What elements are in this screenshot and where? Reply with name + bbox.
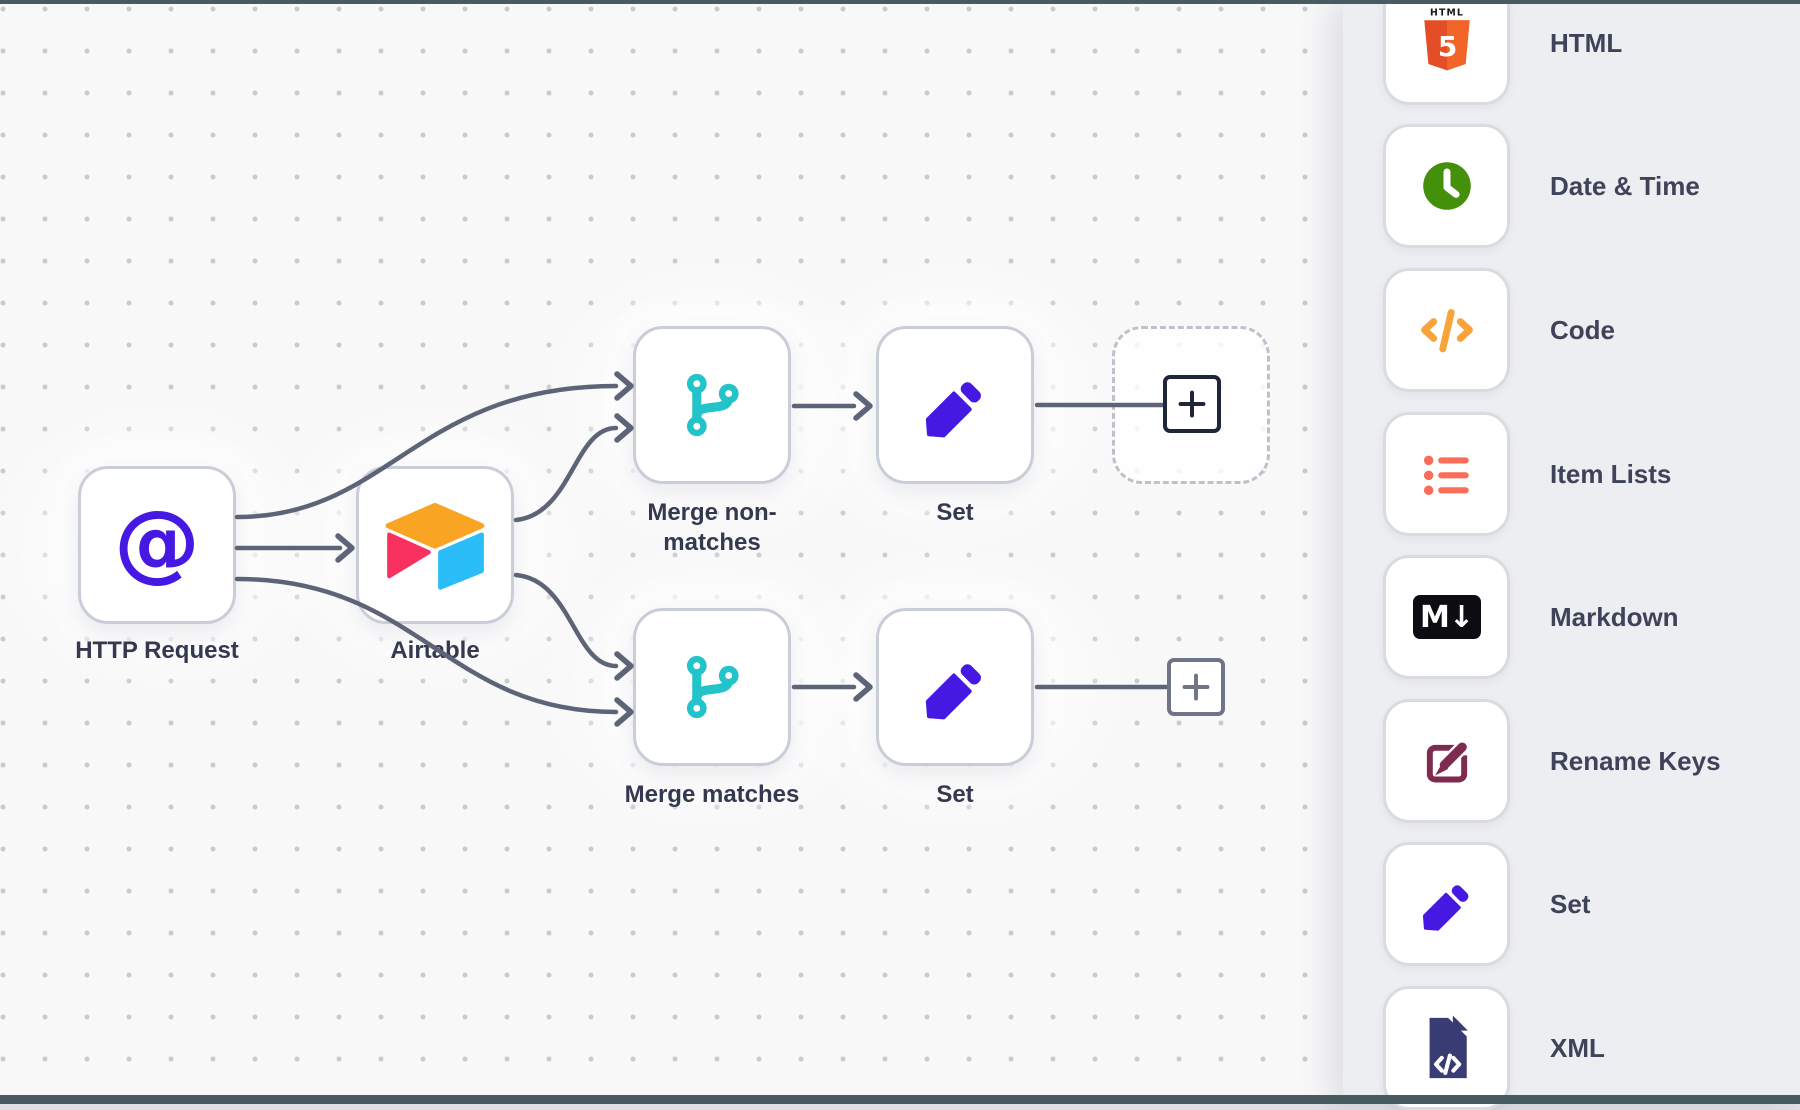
palette-item-rename-keys[interactable]: Rename Keys	[1343, 699, 1800, 823]
top-edge-bar	[0, 0, 1800, 4]
markdown-icon[interactable]: M↓	[1383, 555, 1510, 679]
workflow-canvas[interactable]: @	[0, 0, 1343, 1104]
palette-item-html[interactable]: HTML 5 HTML	[1343, 0, 1800, 105]
node-label: HTTP Request	[75, 637, 239, 664]
edit-square-icon[interactable]	[1383, 699, 1510, 823]
pencil-icon	[925, 382, 981, 438]
code-icon[interactable]	[1383, 268, 1510, 392]
node-airtable[interactable]	[356, 466, 514, 624]
bottom-edge-bar	[0, 1095, 1800, 1104]
palette-item-code[interactable]: Code	[1343, 268, 1800, 392]
palette-item-set[interactable]: Set	[1343, 842, 1800, 966]
node-label: Merge non-matches	[647, 499, 777, 556]
palette-item-label: Item Lists	[1550, 458, 1672, 489]
clock-icon[interactable]	[1383, 124, 1510, 248]
airtable-icon	[385, 502, 485, 590]
plus-icon	[1182, 673, 1210, 701]
list-icon[interactable]	[1383, 412, 1510, 536]
node-set-top[interactable]	[876, 326, 1034, 484]
palette-item-label: Markdown	[1550, 601, 1679, 632]
palette-item-markdown[interactable]: M↓ Markdown	[1343, 555, 1800, 679]
node-set-bottom[interactable]	[876, 608, 1034, 766]
svg-text:5: 5	[1437, 30, 1456, 63]
plus-icon	[1178, 390, 1206, 418]
node-label: Set	[936, 499, 974, 526]
palette-item-label: Date & Time	[1550, 170, 1700, 201]
markdown-glyph: M↓	[1420, 599, 1474, 635]
palette-item-label: XML	[1550, 1032, 1605, 1063]
palette-item-xml[interactable]: XML	[1343, 986, 1800, 1110]
svg-text:HTML: HTML	[1430, 8, 1464, 19]
palette-item-label: Rename Keys	[1550, 745, 1721, 776]
node-merge-matches[interactable]	[633, 608, 791, 766]
add-node-button[interactable]	[1167, 658, 1225, 716]
palette-item-date-time[interactable]: Date & Time	[1343, 124, 1800, 248]
node-label: Merge matches	[624, 781, 800, 808]
pencil-icon[interactable]	[1383, 842, 1510, 966]
git-merge-icon	[686, 655, 739, 719]
xml-file-icon[interactable]	[1383, 986, 1510, 1110]
pencil-icon	[925, 664, 981, 720]
at-sign-icon: @	[114, 492, 200, 592]
node-label: Set	[936, 781, 974, 808]
node-palette-panel[interactable]: HTML 5 HTML Date & Time	[1343, 0, 1800, 1110]
palette-item-label: Set	[1550, 888, 1591, 919]
node-merge-non-matches[interactable]	[633, 326, 791, 484]
add-node-button[interactable]	[1163, 375, 1221, 433]
palette-item-label: HTML	[1550, 27, 1623, 58]
palette-item-label: Code	[1550, 314, 1615, 345]
git-merge-icon	[686, 373, 739, 437]
palette-item-item-lists[interactable]: Item Lists	[1343, 412, 1800, 536]
html5-icon[interactable]: HTML 5	[1383, 0, 1510, 105]
node-http-request[interactable]: @	[78, 466, 236, 624]
node-label: Airtable	[390, 637, 480, 664]
